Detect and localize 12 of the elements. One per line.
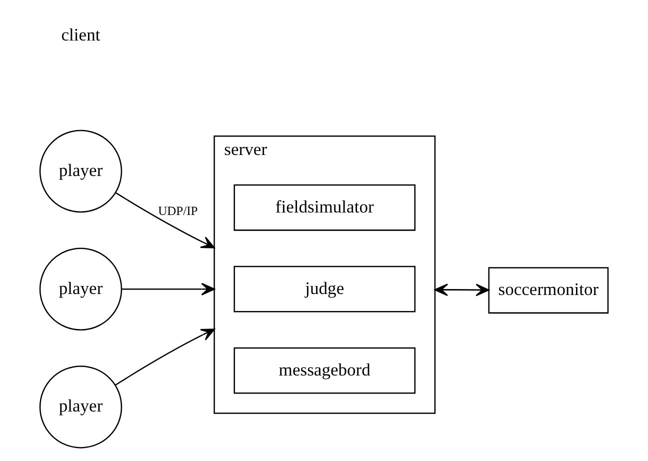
arrow [115,328,215,386]
node-circle: player [39,130,122,213]
node-box: messagebord [234,347,416,394]
node-box: soccermonitor [488,267,609,314]
arrow [122,282,215,296]
arrow [116,192,215,248]
edge-label: UDP/IP [158,204,198,218]
label: client [61,24,100,44]
node-box: judge [234,266,416,312]
node-circle: player [39,366,122,448]
node-circle: player [39,248,122,330]
node-box: fieldsimulator [234,184,416,231]
